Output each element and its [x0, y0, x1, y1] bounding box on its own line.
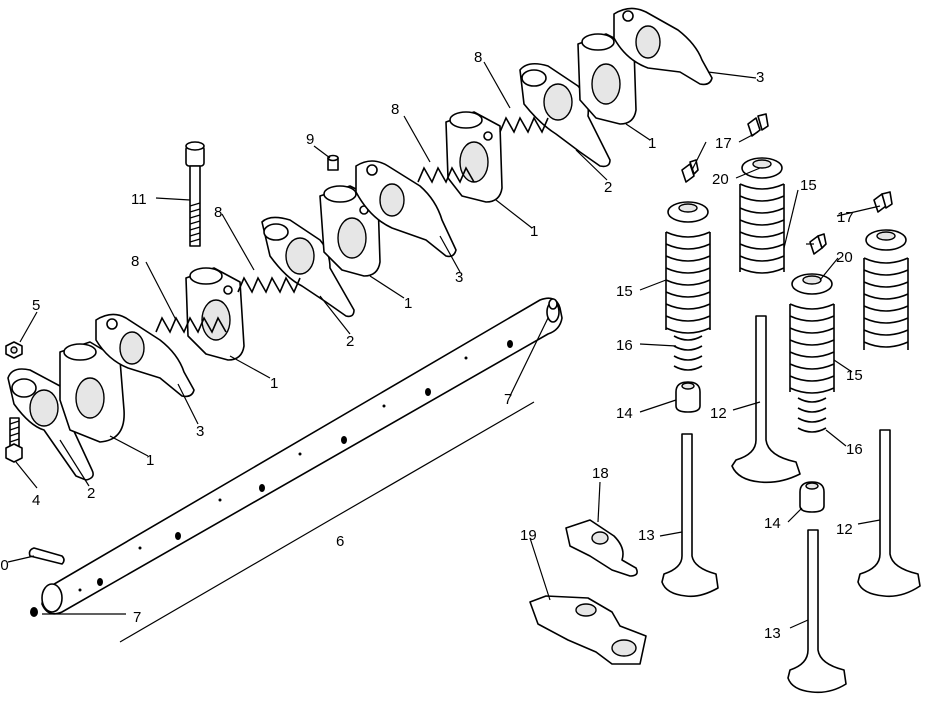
valve-12a: [731, 315, 801, 484]
retainer-20c: [791, 273, 833, 295]
callout-3: 3: [196, 423, 204, 440]
rocker-support-1-center: [319, 185, 381, 277]
callout-14: 14: [616, 405, 633, 422]
bolt-11: [185, 141, 205, 247]
callout-labels: 1 1 1 1 1 2 2 2 3 3 3 4 5 6 7 7 8 8 8 8 …: [0, 49, 863, 642]
callout-1: 1: [648, 135, 656, 152]
callout-17: 17: [715, 135, 732, 152]
callout-8: 8: [474, 49, 482, 66]
plug-7a: [548, 298, 558, 310]
callout-2: 2: [604, 179, 612, 196]
valve-spring-16b: [797, 397, 827, 433]
rocker-support-1-left: [59, 341, 125, 443]
callout-2: 2: [87, 485, 95, 502]
shaft-spring-8c: [417, 166, 475, 184]
collets-17c: [809, 233, 827, 255]
callout-10: 10: [0, 557, 9, 574]
callout-7: 7: [504, 391, 512, 408]
callout-1: 1: [146, 452, 154, 469]
valve-13a: [661, 433, 719, 598]
plug-7b: [30, 607, 38, 617]
collets-17d: [873, 191, 893, 213]
retainer-20b: [741, 157, 783, 179]
rocker-arm-2-left: [7, 368, 94, 481]
rocker-support-1-right: [445, 111, 503, 203]
callout-15: 15: [800, 177, 817, 194]
shaft-spring-8d: [499, 116, 549, 134]
callout-1: 1: [404, 295, 412, 312]
valve-spring-15c: [789, 303, 835, 394]
screw-4: [5, 417, 23, 463]
callout-13: 13: [764, 625, 781, 642]
callout-3: 3: [756, 69, 764, 86]
callout-6: 6: [336, 533, 344, 550]
callout-8: 8: [214, 204, 222, 221]
collets-17b: [747, 113, 769, 137]
rocker-support-1-mid: [185, 267, 245, 361]
callout-14: 14: [764, 515, 781, 532]
valve-seal-14b: [799, 481, 825, 513]
callout-9: 9: [306, 131, 314, 148]
callout-11: 11: [131, 191, 147, 208]
valve-12b: [857, 429, 921, 598]
callout-19: 19: [520, 527, 537, 544]
callout-1: 1: [530, 223, 538, 240]
valve-spring-15d: [863, 257, 909, 350]
callout-3: 3: [455, 269, 463, 286]
shaft-spring-8b: [237, 276, 301, 294]
valve-spring-15a: [665, 231, 711, 334]
callout-1: 1: [270, 375, 278, 392]
bracket-18: [565, 519, 638, 577]
callout-20: 20: [836, 249, 853, 266]
callout-15: 15: [846, 367, 863, 384]
collets-17a: [681, 159, 699, 183]
callout-12: 12: [710, 405, 727, 422]
callout-4: 4: [32, 492, 40, 509]
valve-spring-15b: [739, 183, 785, 274]
valve-seal-14a: [675, 381, 701, 413]
callout-18: 18: [592, 465, 609, 482]
callout-5: 5: [32, 297, 40, 314]
shaft-spring-8a: [155, 316, 227, 334]
retainer-20a: [667, 201, 709, 223]
rocker-arm-2-mid: [261, 216, 355, 318]
callout-20: 20: [712, 171, 729, 188]
callout-15: 15: [616, 283, 633, 300]
rocker-arm-3-left: [95, 313, 195, 398]
callout-8: 8: [131, 253, 139, 270]
callout-7: 7: [133, 609, 141, 626]
rocker-arm-2-right: [519, 62, 611, 168]
callout-17: 17: [837, 209, 854, 226]
rocker-arm-3-end: [613, 7, 713, 86]
rocker-support-1-end: [577, 33, 637, 125]
valve-13b: [787, 529, 847, 694]
callout-16: 16: [846, 441, 863, 458]
callout-2: 2: [346, 333, 354, 350]
callout-8: 8: [391, 101, 399, 118]
leader-lines: [7, 61, 881, 643]
bridge-plate-19: [529, 595, 647, 665]
callout-16: 16: [616, 337, 633, 354]
nut-5: [5, 341, 23, 359]
pin-10: [28, 547, 65, 565]
callout-13: 13: [638, 527, 655, 544]
rocker-arm-3-center: [355, 160, 457, 258]
callout-12: 12: [836, 521, 853, 538]
retainer-20d: [865, 229, 907, 251]
plug-9: [327, 154, 339, 171]
valve-spring-16a: [673, 335, 703, 371]
